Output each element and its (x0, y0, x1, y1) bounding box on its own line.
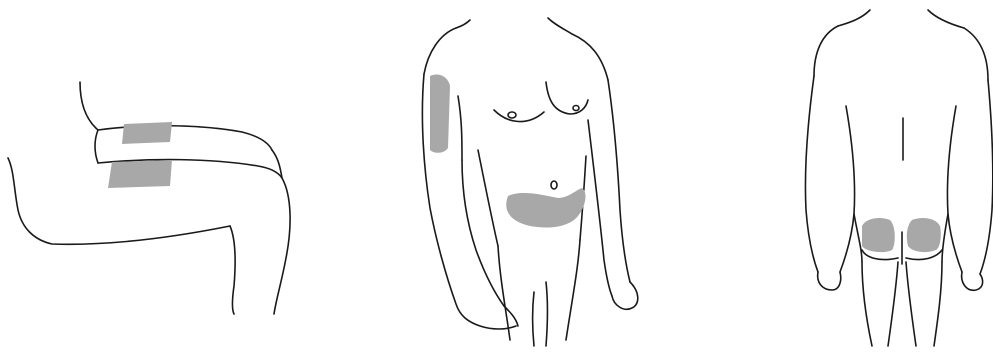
neck-left-outline (456, 20, 470, 28)
left-hip-outline (498, 246, 510, 340)
back-left-leg-inner-outline (888, 262, 898, 346)
back-right-arm-outer-outline (980, 80, 993, 274)
back-right-arm-inner-outline (947, 106, 962, 272)
navel (551, 181, 557, 189)
back-left-arm-outer-outline (805, 76, 818, 272)
shin-back-outline (230, 226, 235, 314)
right-leg-outline (546, 282, 548, 346)
torso-back-outline (80, 82, 98, 130)
back-neck-left-outline (838, 10, 870, 26)
back-right-leg-outer-outline (934, 262, 942, 346)
torso-front-view-figure (422, 18, 637, 346)
torso-left-side-outline (478, 150, 498, 246)
back-right-shoulder-outline (964, 28, 988, 80)
right-arm-outer-outline (608, 80, 630, 282)
back-left-leg-outer-outline (862, 262, 872, 346)
back-neck-right-outline (928, 10, 964, 28)
back-left-waist-outline (854, 214, 862, 262)
back-left-hand-outline (818, 272, 841, 290)
right-buttock-injection-site (907, 218, 941, 252)
thigh-side-view-figure (8, 82, 290, 314)
back-right-hand-outline (962, 272, 983, 290)
left-buttock-injection-site (862, 218, 895, 252)
body-back-view-figure (805, 10, 992, 346)
abdomen-injection-site (506, 188, 585, 228)
right-shoulder-outline (572, 34, 608, 80)
upper-thigh-injection-site (122, 122, 172, 144)
upper-arm-injection-site (430, 74, 450, 152)
right-pectoral-outline (546, 82, 588, 114)
left-pectoral-outline (494, 110, 544, 122)
left-armpit-outline (458, 96, 462, 160)
back-left-shoulder-outline (814, 26, 838, 76)
neck-right-outline (548, 18, 572, 34)
right-hip-outline (566, 240, 580, 340)
right-nipple (573, 106, 579, 111)
knee-outline (274, 178, 290, 314)
left-arm-inner-outline (462, 160, 504, 306)
right-arm-inner-outline (588, 120, 612, 296)
thigh-band-left-edge (95, 130, 98, 163)
left-shoulder-outline (424, 28, 456, 74)
back-left-arm-inner-outline (840, 106, 855, 272)
left-nipple (508, 112, 516, 118)
right-fist-outline (612, 282, 638, 309)
back-right-waist-outline (942, 214, 948, 262)
crotch-outline (533, 292, 535, 346)
lower-thigh-injection-site (108, 160, 172, 188)
back-right-leg-inner-outline (906, 262, 916, 346)
